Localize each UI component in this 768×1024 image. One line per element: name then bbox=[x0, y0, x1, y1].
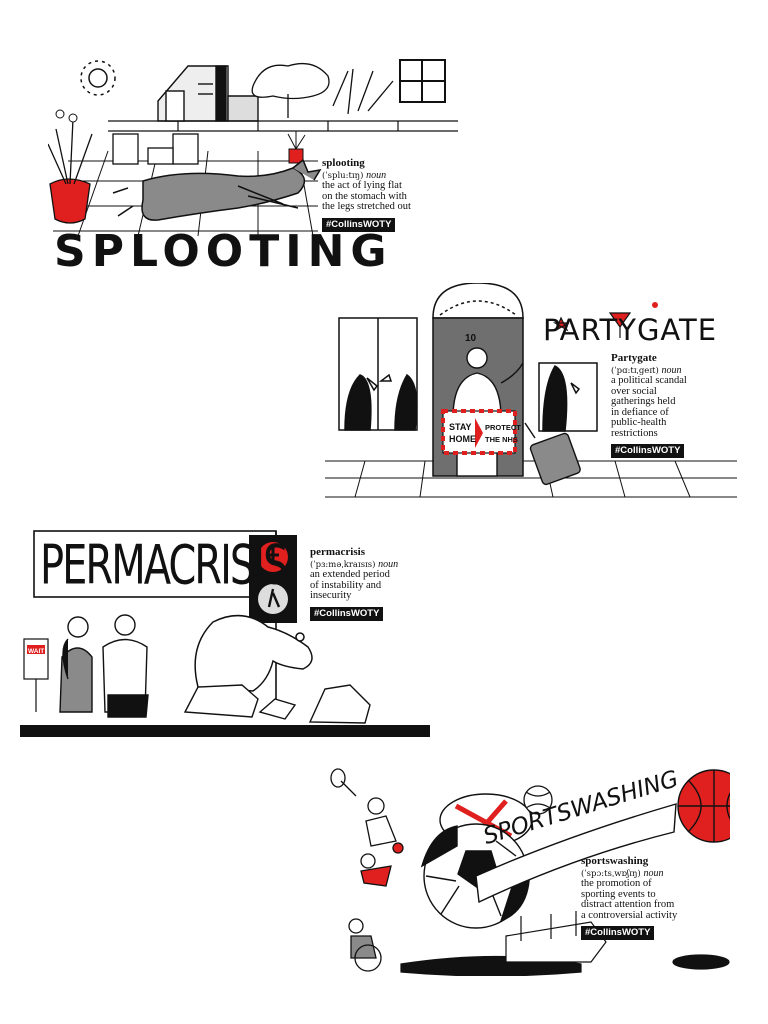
sun-icon bbox=[80, 60, 116, 96]
sign-right-line: PROTECT bbox=[485, 423, 521, 432]
hashtag-badge: #CollinsWOTY bbox=[310, 606, 384, 621]
definition-line: a political scandal bbox=[611, 375, 687, 387]
hashtag-badge: #CollinsWOTY bbox=[611, 444, 685, 459]
partygate-illustration: 10 STAY HOME PROTECT THE NHS bbox=[325, 283, 737, 498]
pedestrians-drawing bbox=[59, 614, 149, 718]
definition-line: over social bbox=[611, 385, 657, 397]
ground-bar bbox=[20, 725, 430, 737]
garden-furniture bbox=[112, 133, 199, 165]
definition-line: of instability and bbox=[310, 579, 382, 591]
definition-line: the promotion of bbox=[581, 878, 652, 890]
pavement bbox=[325, 460, 737, 498]
definition-card: sportswashing (ˈspɔ:tsˌwɒʃɪŋ) noun the p… bbox=[581, 855, 729, 941]
sign-right-line: THE NHS bbox=[485, 435, 518, 444]
pedestrian-light-icon bbox=[249, 535, 297, 623]
splooting-illustration bbox=[48, 59, 458, 237]
tennis-ball-icon bbox=[523, 785, 553, 815]
partygate-title-art bbox=[552, 302, 658, 338]
definition-card: splooting (ˈsplu:tɪŋ) noun the act of ly… bbox=[322, 157, 458, 232]
definition-card: Partygate (ˈpɑ:tɪˌgeɪt) noun a political… bbox=[611, 352, 735, 459]
panel-title: PERMACRISIS bbox=[40, 535, 288, 598]
definition-line: public-health bbox=[611, 417, 667, 429]
panel-title: SPLOOTING bbox=[54, 226, 393, 277]
door-number: 10 bbox=[465, 333, 477, 344]
protect-nhs-sign bbox=[441, 409, 517, 455]
definition-line: insecurity bbox=[310, 590, 352, 602]
splooting-dog-drawing bbox=[112, 158, 322, 221]
sign-left-line: HOME bbox=[449, 434, 476, 444]
plant-pot-icon bbox=[48, 109, 93, 224]
ribbon bbox=[475, 803, 677, 904]
house-drawing bbox=[157, 65, 259, 122]
bear-drawing bbox=[194, 614, 313, 692]
wait-button-box bbox=[23, 638, 49, 712]
headword: Partygate bbox=[611, 352, 657, 364]
panel-splooting: splooting (ˈsplu:tɪŋ) noun the act of ly… bbox=[48, 56, 458, 278]
wait-label: WAIT bbox=[28, 648, 44, 655]
tree-drawing bbox=[251, 62, 394, 118]
hashtag-badge: #CollinsWOTY bbox=[322, 217, 396, 232]
definition-line: the act of lying flat bbox=[322, 180, 402, 192]
suitcase-icon bbox=[524, 422, 581, 486]
definition-line: distract attention from bbox=[581, 899, 675, 911]
definition-line: in defiance of bbox=[611, 406, 669, 418]
definition-card: permacrisis (ˈpɜ:məˌkraɪsɪs) noun an ext… bbox=[310, 546, 430, 621]
panel-title: PARTYGATE bbox=[543, 313, 718, 347]
definition-line: on the stomach with bbox=[322, 190, 407, 202]
definition-line: the legs stretched out bbox=[322, 201, 411, 213]
window-drawing bbox=[338, 317, 418, 431]
definition-line: a controversial activity bbox=[581, 909, 678, 921]
window-drawing bbox=[399, 59, 446, 103]
panel-partygate: 10 STAY HOME PROTECT THE NHS bbox=[325, 283, 737, 501]
definition-line: restrictions bbox=[611, 427, 658, 439]
pronunciation: (ˈpɑ:tɪˌgeɪt) noun bbox=[611, 364, 682, 376]
permacrisis-illustration: WAIT bbox=[20, 530, 430, 737]
headword: permacrisis bbox=[310, 546, 365, 558]
headword: splooting bbox=[322, 157, 365, 169]
definition-line: gatherings held bbox=[611, 396, 676, 408]
athletes-drawing bbox=[330, 768, 404, 972]
window-drawing bbox=[538, 362, 598, 432]
small-plant-pot-icon bbox=[287, 131, 306, 164]
sign-left-line: STAY bbox=[449, 422, 472, 432]
definition-line: an extended period bbox=[310, 569, 390, 581]
pronunciation: (ˈspɔ:tsˌwɒʃɪŋ) noun bbox=[581, 867, 664, 879]
pronunciation: (ˈpɜ:məˌkraɪsɪs) noun bbox=[310, 558, 399, 570]
panel-permacrisis: WAIT PERMACRISIS permacrisis (ˈpɜ:məˌkra… bbox=[20, 527, 430, 741]
ice-floes-drawing bbox=[183, 684, 371, 724]
panel-sportswashing: SPORTSWASHING sportswashing (ˈspɔ:tsˌwɒʃ… bbox=[326, 766, 730, 976]
headword: sportswashing bbox=[581, 855, 649, 867]
definition-line: sporting events to bbox=[581, 888, 656, 900]
hashtag-badge: #CollinsWOTY bbox=[581, 926, 655, 941]
pronunciation: (ˈsplu:tɪŋ) noun bbox=[322, 169, 387, 181]
basketball-icon bbox=[677, 769, 730, 843]
